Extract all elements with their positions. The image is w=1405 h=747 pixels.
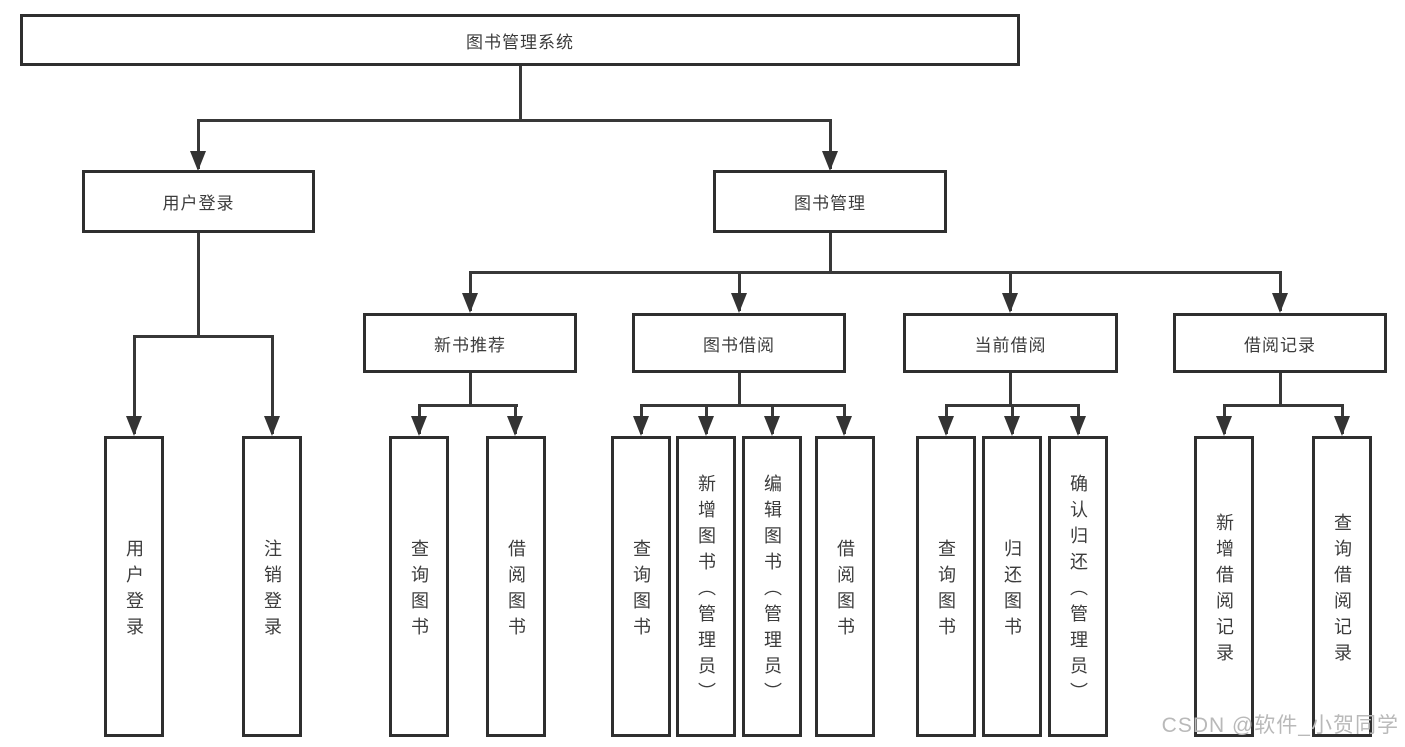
node-label: 用户登录 [124, 538, 144, 643]
leaf-query-borrow-record: 查询借阅记录 [1312, 436, 1372, 737]
connector-line [1279, 373, 1282, 407]
connector-line [469, 373, 472, 407]
connector-line [738, 373, 741, 407]
node-label: 查询图书 [631, 538, 651, 643]
arrowhead-icon [1216, 416, 1232, 436]
arrowhead-icon [1002, 293, 1018, 313]
node-label: 当前借阅 [974, 335, 1047, 355]
node-label: 图书管理 [794, 194, 866, 213]
connector-line [1009, 271, 1012, 311]
arrowhead-icon [507, 416, 523, 436]
leaf-edit-book-admin: 编辑图书（管理员） [742, 436, 802, 737]
leaf-query-books-recommend: 查询图书 [389, 436, 449, 737]
arrowhead-icon [764, 416, 780, 436]
node-label: 查询借阅记录 [1332, 512, 1352, 669]
arrowhead-icon [1004, 416, 1020, 436]
node-borrowing-records: 借阅记录 [1173, 313, 1387, 373]
node-label: 借阅记录 [1244, 335, 1316, 355]
leaf-logout: 注销登录 [242, 436, 302, 737]
arrowhead-icon [462, 293, 478, 313]
arrowhead-icon [836, 416, 852, 436]
connector-line [469, 271, 1282, 274]
leaf-query-books-borrowing: 查询图书 [611, 436, 671, 737]
node-label: 注销登录 [262, 538, 282, 643]
node-label: 新书推荐 [434, 335, 506, 355]
node-label: 归还图书 [1002, 538, 1022, 643]
node-book-management: 图书管理 [713, 170, 947, 233]
leaf-borrow-books-recommend: 借阅图书 [486, 436, 546, 737]
node-current-borrowing: 当前借阅 [903, 313, 1118, 373]
connector-line [519, 66, 522, 120]
connector-line [197, 119, 200, 169]
node-user-login: 用户登录 [82, 170, 315, 233]
connector-line [640, 404, 846, 407]
node-label: 图书借阅 [703, 335, 775, 355]
arrowhead-icon [264, 416, 280, 436]
connector-line [418, 404, 518, 407]
node-label: 借阅图书 [506, 538, 526, 643]
watermark: CSDN @软件_小贺同学 [1161, 714, 1399, 737]
arrowhead-icon [938, 416, 954, 436]
connector-line [271, 335, 274, 434]
leaf-borrow-books: 借阅图书 [815, 436, 875, 737]
arrowhead-icon [698, 416, 714, 436]
leaf-query-books-current: 查询图书 [916, 436, 976, 737]
node-system-root: 图书管理系统 [20, 14, 1020, 66]
node-label: 图书管理系统 [466, 32, 574, 52]
connector-line [133, 335, 274, 338]
node-label: 编辑图书（管理员） [762, 473, 782, 708]
leaf-return-books: 归还图书 [982, 436, 1042, 737]
node-book-borrowing: 图书借阅 [632, 313, 846, 373]
connector-line [133, 335, 136, 434]
node-label: 确认归还（管理员） [1068, 473, 1088, 708]
leaf-user-login: 用户登录 [104, 436, 164, 737]
connector-line [738, 271, 741, 311]
node-label: 用户登录 [162, 194, 235, 213]
arrowhead-icon [190, 151, 206, 171]
arrowhead-icon [822, 151, 838, 171]
arrowhead-icon [411, 416, 427, 436]
node-label: 新增借阅记录 [1214, 512, 1234, 669]
leaf-confirm-return-admin: 确认归还（管理员） [1048, 436, 1108, 737]
arrowhead-icon [731, 293, 747, 313]
arrowhead-icon [1334, 416, 1350, 436]
leaf-add-book-admin: 新增图书（管理员） [676, 436, 736, 737]
connector-line [469, 271, 472, 311]
node-label: 查询图书 [409, 538, 429, 643]
node-new-book-recommend: 新书推荐 [363, 313, 577, 373]
arrowhead-icon [633, 416, 649, 436]
connector-line [1009, 373, 1012, 407]
connector-line [197, 119, 832, 122]
arrowhead-icon [126, 416, 142, 436]
connector-line [829, 119, 832, 169]
connector-line [1223, 404, 1344, 407]
node-label: 新增图书（管理员） [696, 473, 716, 708]
node-label: 借阅图书 [835, 538, 855, 643]
connector-line [197, 233, 200, 335]
leaf-add-borrow-record: 新增借阅记录 [1194, 436, 1254, 737]
connector-line [829, 233, 832, 273]
connector-line [1279, 271, 1282, 311]
arrowhead-icon [1070, 416, 1086, 436]
arrowhead-icon [1272, 293, 1288, 313]
node-label: 查询图书 [936, 538, 956, 643]
